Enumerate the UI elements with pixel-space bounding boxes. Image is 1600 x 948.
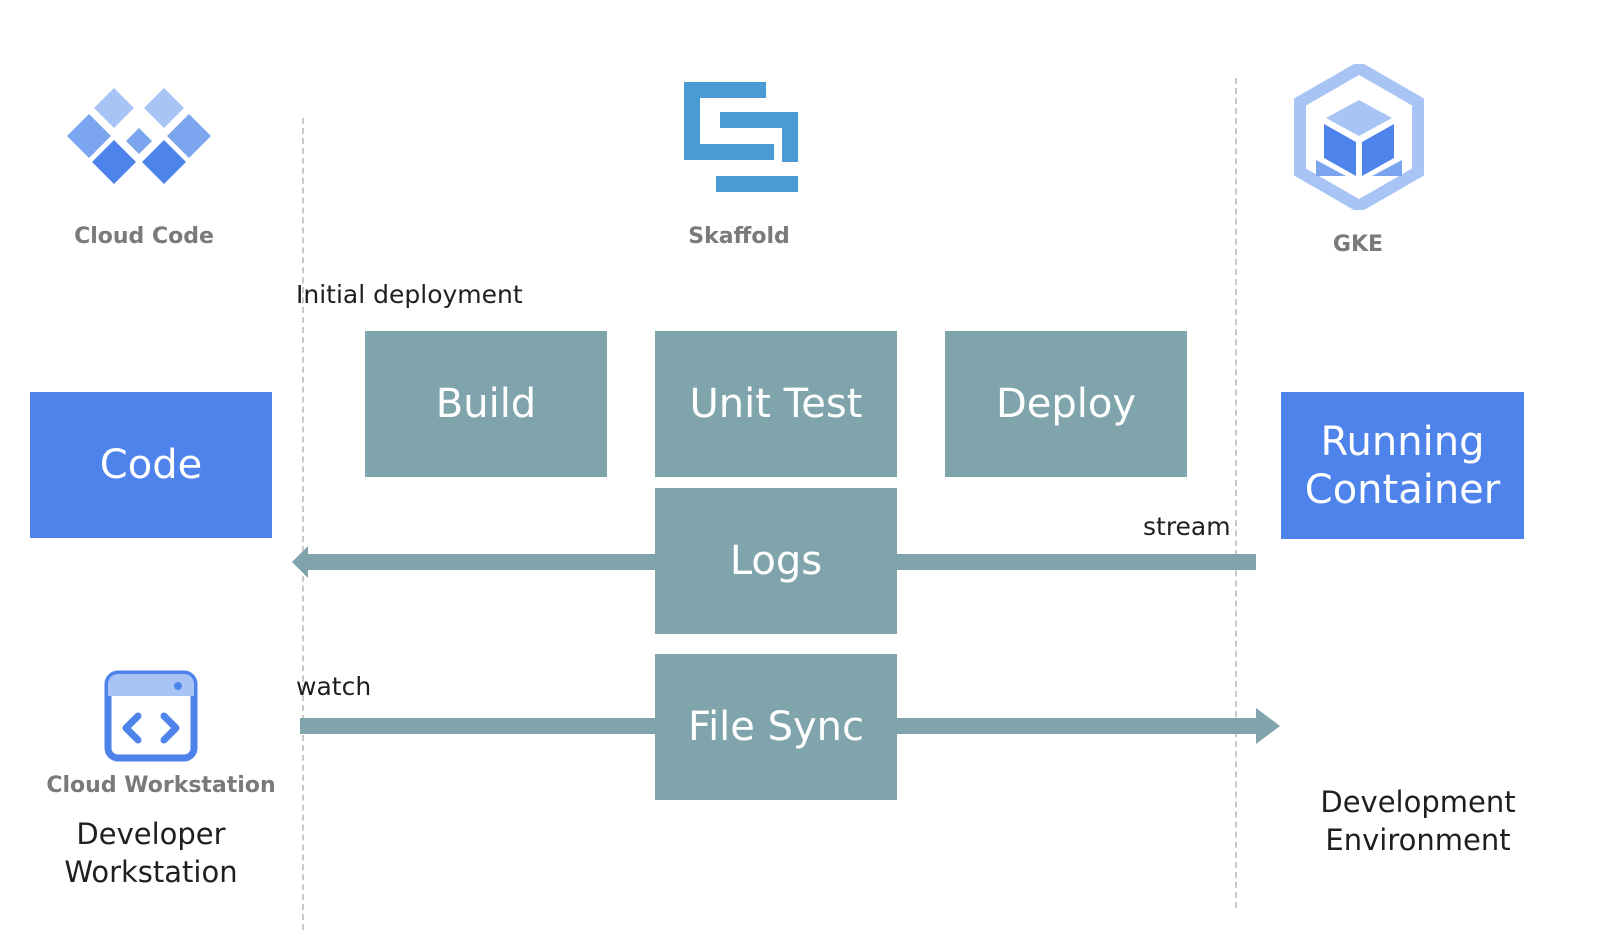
left-divider (302, 118, 304, 930)
cloud-code-caption: Cloud Code (74, 224, 214, 249)
gke-caption: GKE (1332, 232, 1384, 257)
logs-box: Logs (655, 488, 897, 634)
initial-deployment-label: Initial deployment (296, 280, 523, 309)
build-box: Build (365, 331, 607, 477)
right-divider (1235, 78, 1237, 908)
deploy-box: Deploy (945, 331, 1187, 477)
stream-label: stream (1143, 512, 1231, 541)
code-box: Code (30, 392, 272, 538)
watch-label: watch (296, 672, 372, 701)
skaffold-caption: Skaffold (688, 224, 790, 249)
cloud-workstation-icon (104, 670, 198, 762)
developer-workstation-label: Developer Workstation (64, 817, 238, 889)
running-container-box: Running Container (1281, 392, 1524, 539)
skaffold-icon (684, 82, 798, 192)
unit-test-box: Unit Test (655, 331, 897, 477)
file-sync-box: File Sync (655, 654, 897, 800)
gke-icon (1294, 64, 1424, 210)
cloud-workstation-caption: Cloud Workstation (46, 773, 276, 798)
cloud-code-icon (67, 88, 211, 184)
development-environment-label: Development Environment (1320, 785, 1516, 857)
